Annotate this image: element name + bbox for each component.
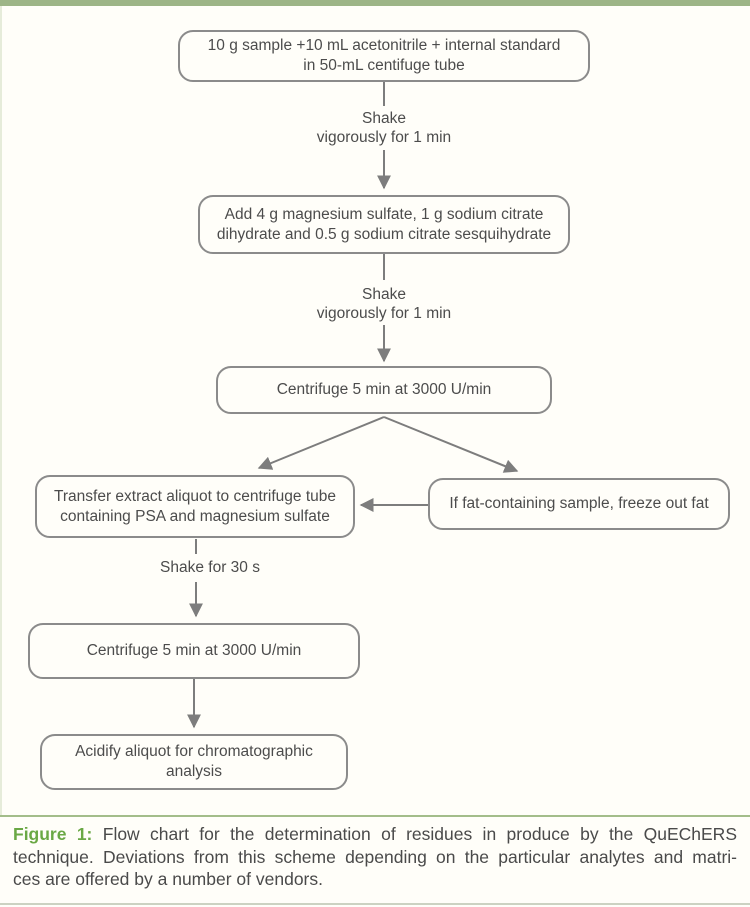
arrow-centrifuge1-to-transfer bbox=[257, 416, 385, 470]
node-text-line: If fat-containing sample, freeze out fat bbox=[449, 495, 709, 512]
node-text-line: 10 g sample +10 mL acetonitrile + intern… bbox=[207, 37, 561, 54]
node-text-line: Transfer extract aliquot to centrifuge t… bbox=[53, 487, 337, 505]
node-text-line: containing PSA and magnesium sulfate bbox=[60, 507, 330, 525]
edge-label-shake-1: Shake vigorously for 1 min bbox=[264, 109, 504, 147]
edge-label-line: vigorously for 1 min bbox=[316, 129, 452, 146]
node-sample-prep: 10 g sample +10 mL acetonitrile + intern… bbox=[178, 30, 590, 82]
caption-line-1: Figure 1: Flow chart for the determinati… bbox=[13, 823, 737, 846]
node-text-line: dihydrate and 0.5 g sodium citrate sesqu… bbox=[216, 225, 552, 243]
node-text-line: analysis bbox=[166, 763, 222, 780]
node-transfer-extract: Transfer extract aliquot to centrifuge t… bbox=[35, 475, 355, 538]
caption-line-2: technique. Deviations from this scheme d… bbox=[13, 846, 737, 867]
caption-divider bbox=[0, 815, 750, 817]
arrow-centrifuge1-to-freezefat bbox=[383, 416, 519, 473]
node-centrifuge-2: Centrifuge 5 min at 3000 U/min bbox=[28, 623, 360, 679]
edge-label-shake-2: Shake vigorously for 1 min bbox=[264, 285, 504, 323]
bottom-rule bbox=[0, 903, 750, 905]
node-text-line: Centrifuge 5 min at 3000 U/min bbox=[86, 642, 302, 659]
figure-caption: Figure 1: Flow chart for the determinati… bbox=[13, 823, 737, 891]
node-text-line: Add 4 g magnesium sulfate, 1 g sodium ci… bbox=[224, 205, 544, 223]
node-acidify: Acidify aliquot for chromatographic anal… bbox=[40, 734, 348, 790]
node-text-line: in 50-mL centifuge tube bbox=[303, 57, 465, 74]
node-add-salts: Add 4 g magnesium sulfate, 1 g sodium ci… bbox=[198, 195, 570, 254]
caption-line-3: ces are offered by a number of vendors. bbox=[13, 869, 323, 889]
node-freeze-out-fat: If fat-containing sample, freeze out fat bbox=[428, 478, 730, 530]
edge-label-line: Shake bbox=[362, 110, 406, 127]
edge-label-shake-3: Shake for 30 s bbox=[110, 558, 310, 577]
edge-label-line: Shake for 30 s bbox=[160, 559, 260, 576]
left-edge-stripe bbox=[0, 6, 2, 817]
caption-text: Flow chart for the determination of resi… bbox=[102, 824, 737, 844]
edge-label-line: Shake bbox=[362, 286, 406, 303]
figure-number-label: Figure 1: bbox=[13, 824, 93, 844]
top-green-bar bbox=[0, 0, 750, 6]
edge-label-line: vigorously for 1 min bbox=[316, 305, 452, 322]
node-text-line: Acidify aliquot for chromatographic bbox=[75, 743, 313, 760]
node-text-line: Centrifuge 5 min at 3000 U/min bbox=[276, 381, 492, 398]
node-centrifuge-1: Centrifuge 5 min at 3000 U/min bbox=[216, 366, 552, 414]
